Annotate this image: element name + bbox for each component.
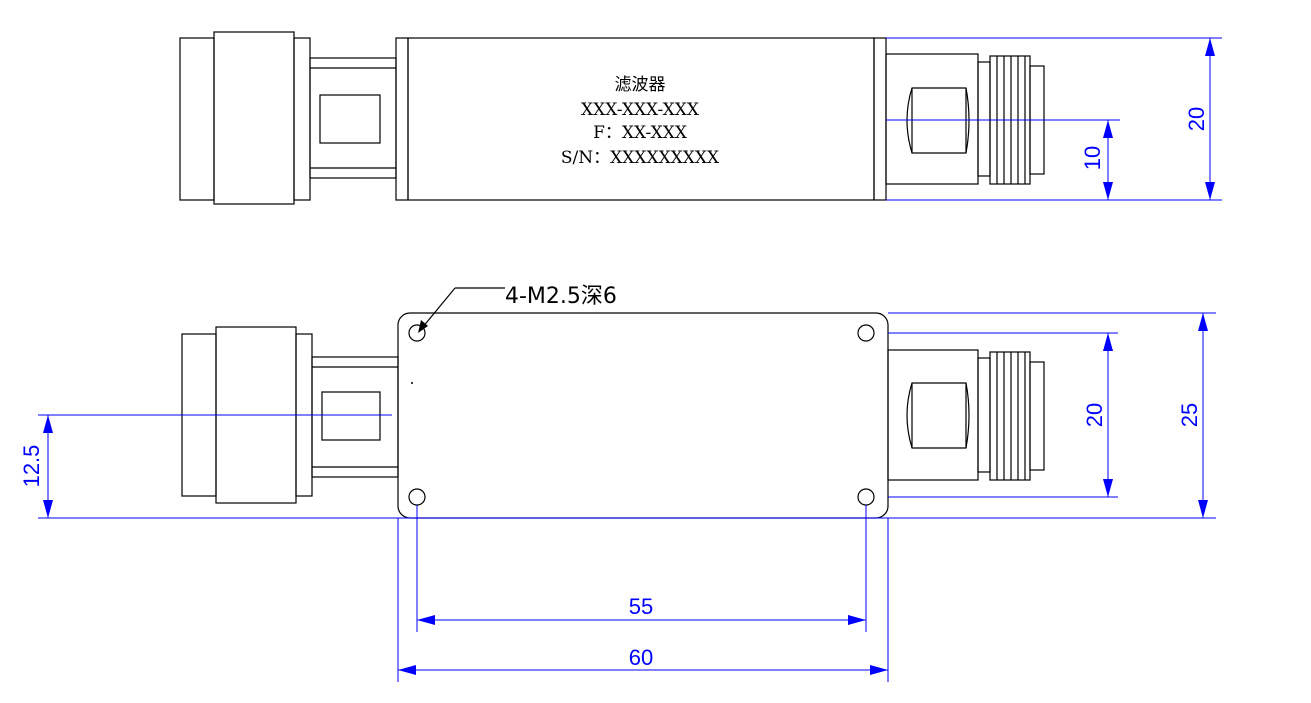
mounting-hole-bottom-right: [857, 488, 875, 506]
top-view: 滤波器 XXX-XXX-XXX F：XX-XXX S/N：XXXXXXXXX: [179, 31, 1045, 205]
top-dimensions: 20 10: [886, 37, 1222, 201]
top-left-nut-inner: [293, 37, 311, 201]
dim-bottom-height: 25: [1177, 403, 1202, 427]
bottom-dimensions: 25 20 12.5 55 60: [19, 312, 1216, 682]
hole-callout-text: 4-M2.5深6: [505, 284, 617, 309]
mounting-hole-bottom-left: [408, 488, 426, 506]
top-right-connector-base: [885, 53, 979, 185]
dim-overall-length: 60: [629, 645, 653, 670]
bottom-right-tip: [1029, 361, 1045, 471]
dim-hole-spacing: 55: [629, 594, 653, 619]
top-left-nut: [213, 31, 295, 205]
mounting-hole-top-left: [408, 324, 426, 342]
dim-top-height: 20: [1184, 107, 1209, 131]
bottom-body: [397, 312, 889, 519]
dim-bottom-connector: 20: [1082, 403, 1107, 427]
product-serial: S/N：XXXXXXXXX: [561, 148, 720, 168]
bottom-left-flat: [321, 391, 381, 441]
dim-bottom-offset: 12.5: [19, 445, 44, 488]
top-body-right-flange: [873, 37, 887, 201]
bottom-right-connector-hex: [906, 382, 970, 449]
top-body-left-flange: [395, 37, 409, 201]
bottom-right-thread: [989, 351, 1031, 481]
product-frequency: F：XX-XXX: [593, 123, 688, 143]
bottom-right-ring: [977, 357, 991, 473]
top-left-nut-outer: [179, 37, 215, 201]
product-name: 滤波器: [615, 75, 666, 95]
bottom-right-connector-base: [887, 349, 979, 481]
product-model: XXX-XXX-XXX: [581, 100, 700, 120]
bottom-left-neck: [311, 356, 399, 478]
top-left-neck: [309, 57, 397, 179]
top-left-flat: [319, 94, 381, 144]
dim-top-half: 10: [1080, 146, 1105, 170]
hole-callout: 4-M2.5深6: [418, 284, 617, 333]
callout-leader: [421, 287, 456, 329]
top-right-ring: [977, 61, 991, 177]
mounting-hole-top-right: [857, 324, 875, 342]
